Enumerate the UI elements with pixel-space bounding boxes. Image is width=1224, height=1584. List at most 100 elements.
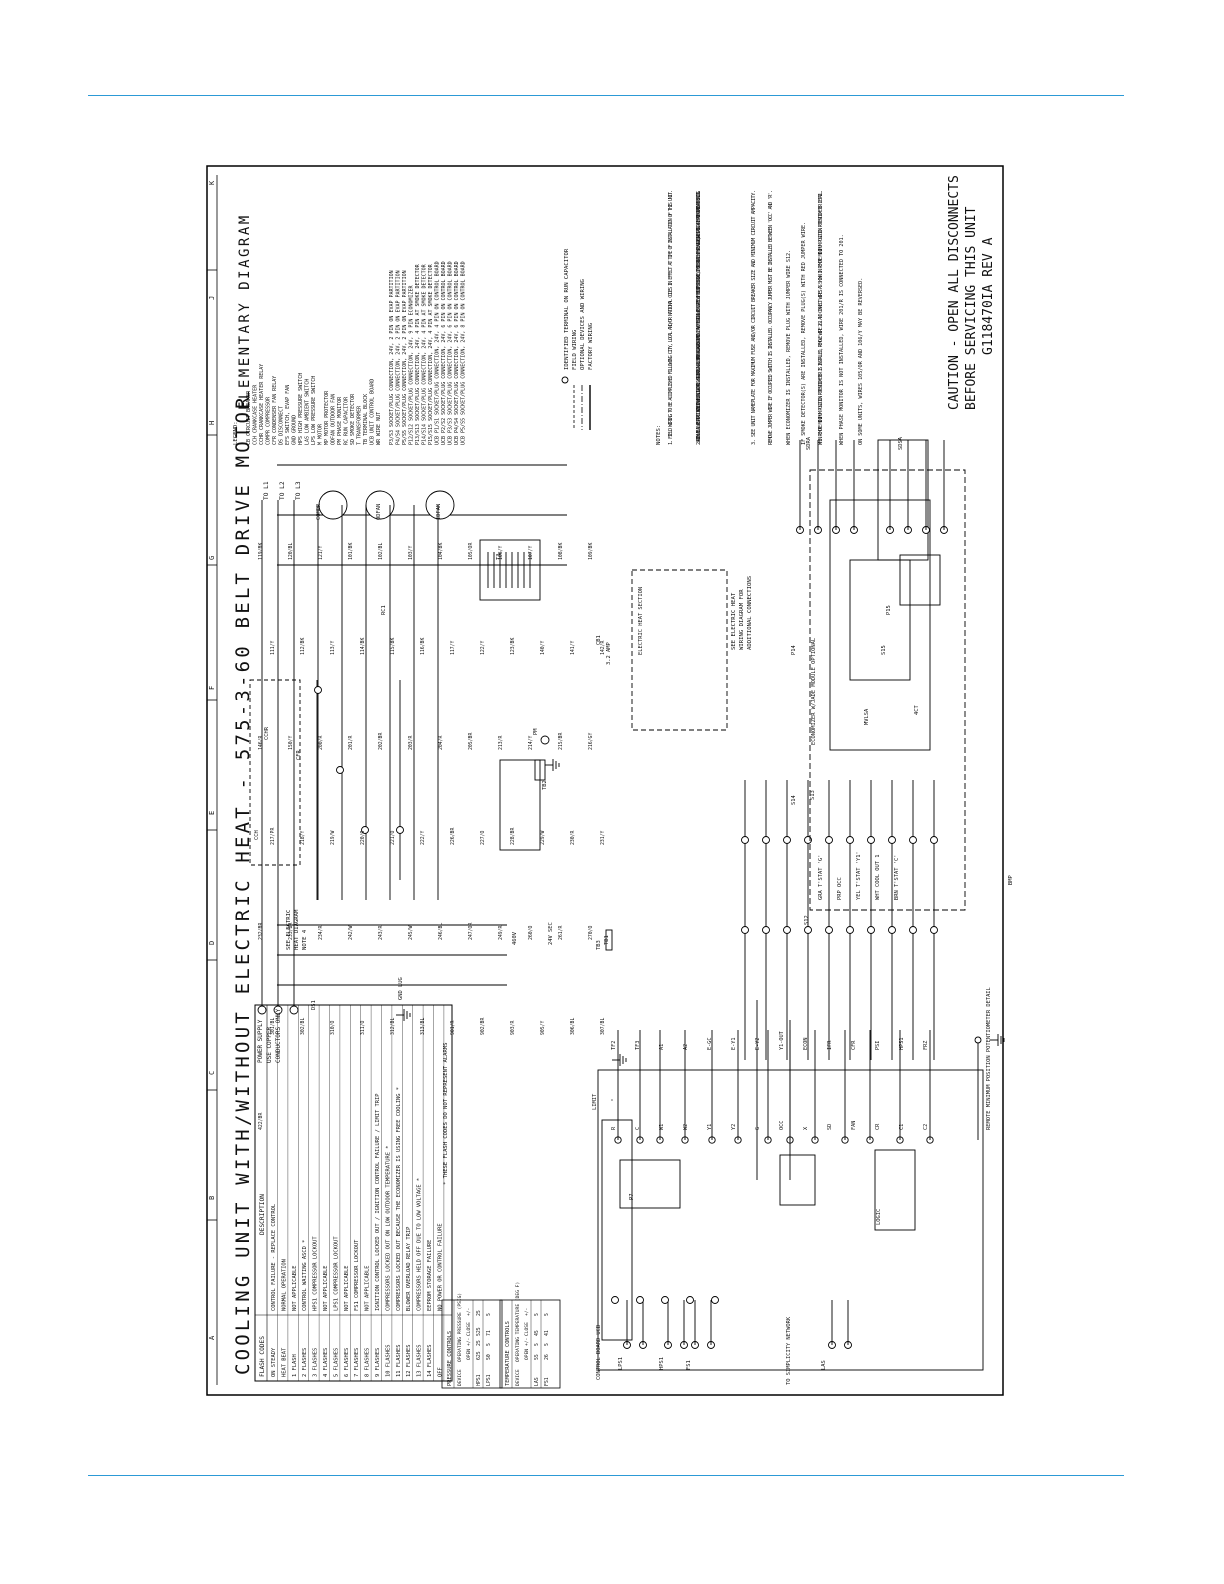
- wire-label: 260/O: [528, 925, 534, 940]
- wire-label: 108/BK: [558, 543, 564, 560]
- pressure_controls-header: OPERATING PRESSURE (PSIG): [457, 1293, 463, 1362]
- econ-plug-pin: [888, 836, 896, 844]
- ucb-terminal-label: R: [611, 1126, 617, 1130]
- wire-label: 117/Y: [450, 640, 456, 655]
- component-label: LOGIC: [876, 1209, 882, 1225]
- contact: [314, 686, 322, 694]
- notes: NOTES:1. FIELD WIRING TO BE ACCOMPLISHED…: [656, 190, 864, 445]
- econ-plug-pin: [783, 926, 791, 934]
- component-label: HPS1: [659, 1357, 665, 1370]
- note-item: WHEN REMOTE MINIMUM POSITION POTENTIOMET…: [818, 190, 824, 445]
- ucb-terminal-label: E-GC: [707, 1038, 713, 1051]
- pm-terminal: [540, 735, 550, 745]
- transformer-24v: [499, 759, 541, 851]
- economizer-module: [809, 469, 966, 911]
- wire-label: 105/OR: [468, 543, 474, 560]
- jade-module: [829, 499, 931, 751]
- component-label: S15: [881, 645, 887, 655]
- flash-code: HEAT BEAT: [281, 1347, 287, 1377]
- legend-plug: UCB P3/S3 SOCKET/PLUG CONNECTION, 24V, 6…: [448, 261, 454, 445]
- component-label: ELECTRIC HEAT SECTION: [638, 587, 644, 655]
- temperature_controls-cell: 5: [544, 1313, 550, 1316]
- wire-label: 302/BL: [300, 1018, 306, 1035]
- note-item: IF SMOKE DETECTOR(S) ARE INSTALLED, REMO…: [801, 222, 807, 445]
- see-heat-label: NOTE 4: [302, 929, 308, 950]
- flash-description: NORMAL OPERATION: [281, 1259, 287, 1311]
- temperature_controls-cell: LAS: [534, 1377, 540, 1386]
- component-label: LIMIT: [592, 1093, 598, 1110]
- component-label: CFR: [296, 750, 302, 760]
- wire-label: 142/R: [600, 640, 606, 655]
- ucb-terminal-label: W1: [659, 1124, 665, 1130]
- legend-plug: P15/S15 SOCKET/PLUG CONNECTION, 24V, 4 P…: [428, 263, 434, 445]
- compressor-motor: [318, 490, 348, 520]
- econ-plug-pin: [888, 926, 896, 934]
- bmp-terminal: [974, 1036, 982, 1044]
- component-label: S13: [810, 790, 816, 800]
- grid-letter: C: [208, 1071, 216, 1075]
- econ-plug-pin: [867, 836, 875, 844]
- legend-item: T TRANSFORMER: [357, 405, 363, 445]
- temperature_controls-title: TEMPERATURE CONTROLS: [505, 1321, 511, 1386]
- wire-label: 221/O: [390, 830, 396, 845]
- transformer-t3: [479, 539, 541, 601]
- component-label: S14: [791, 795, 797, 805]
- ucb-terminal-label: CR: [875, 1123, 881, 1130]
- wire-label: 216/GY: [588, 733, 594, 750]
- component-label: P14: [791, 645, 797, 655]
- flash-code: 9 FLASHES: [375, 1348, 381, 1377]
- econ-terminal-label: YEL T'STAT 'Y1': [856, 851, 862, 900]
- wire-label: 146/R: [258, 735, 264, 750]
- wire-label: 307/BL: [600, 1018, 606, 1035]
- legend-item: GND GROUND: [292, 415, 298, 445]
- grid-letter: J: [208, 296, 216, 300]
- flash-code: 2 FLASHES: [302, 1348, 308, 1377]
- component-label: 24V SEC: [548, 922, 554, 945]
- ucb-terminal-label: E-Y2: [755, 1038, 761, 1051]
- pressure_controls-cell: HPS1: [476, 1374, 482, 1386]
- component-label: GND LUG: [398, 977, 404, 1000]
- temperature_controls-header: OPEN: [524, 1349, 530, 1360]
- component-label: SDSA: [898, 436, 904, 450]
- wire-label: 102/BL: [378, 543, 384, 560]
- pressure_controls-header: DEVICE: [457, 1369, 463, 1386]
- logic-box: [874, 1149, 916, 1231]
- component-label: S12: [804, 915, 810, 925]
- s5-pin: [711, 1296, 719, 1304]
- flash-code: 1 FLASH: [292, 1354, 298, 1377]
- component-label: P15: [886, 605, 892, 615]
- pressure_controls-cell: 25: [476, 1310, 482, 1316]
- flash-description: NOT APPLICABLE: [292, 1266, 298, 1311]
- flash-code-table: FLASH CODES DESCRIPTION ON STEADYCONTROL…: [254, 1004, 453, 1382]
- ucb-relay-box: [779, 1154, 816, 1206]
- wire-label: 249/R: [498, 925, 504, 940]
- econ-plug-pin: [825, 926, 833, 934]
- legend-title: LEGEND:: [233, 421, 239, 445]
- remote-min-label: REMOTE MINIMUM POSITION POTENTIOMETER DE…: [986, 987, 992, 1130]
- note-item: 2. CAUTION: LABEL ALL WIRES PRIOR TO DIS…: [696, 190, 702, 445]
- flash-description: NOT APPLICABLE: [344, 1266, 350, 1311]
- wire-label: 234/R: [318, 925, 324, 940]
- grid-letter: K: [208, 180, 216, 185]
- pressure_controls-header: +/-: [466, 1308, 472, 1316]
- econ-plug-pin: [909, 926, 917, 934]
- to-line-label: TO L2: [279, 481, 286, 500]
- grid-ticks: [207, 175, 218, 1385]
- power-supply-label: POWER SUPPLY: [257, 1019, 264, 1063]
- component-label: TB1: [604, 935, 610, 945]
- component-label: FS1: [686, 1360, 692, 1370]
- wire-label: 219/W: [330, 830, 336, 845]
- flash-code: 8 FLASHES: [365, 1348, 371, 1377]
- ucb-terminal-strip: [601, 1119, 633, 1341]
- component-label: LPS1: [618, 1357, 624, 1370]
- wire-label: 231/Y: [600, 830, 606, 845]
- contact: [336, 766, 344, 774]
- legend-symbol: IDENTIFIED TERMINAL ON RUN CAPACITOR: [564, 248, 570, 370]
- econ-plug-pin: [783, 836, 791, 844]
- note-item: 3. SEE UNIT NAMEPLATE FOR MAXIMUM FUSE A…: [751, 190, 757, 445]
- ucb-terminal-label: Y1-OUT: [779, 1031, 785, 1050]
- s5-pin: [661, 1296, 669, 1304]
- component-label: PM: [533, 728, 539, 735]
- note-item: REMOVE JUMPER WIRE IF OCCUPIED SWITCH IS…: [768, 190, 774, 445]
- legend-item: ODFAN OUTDOOR FAN: [331, 394, 337, 445]
